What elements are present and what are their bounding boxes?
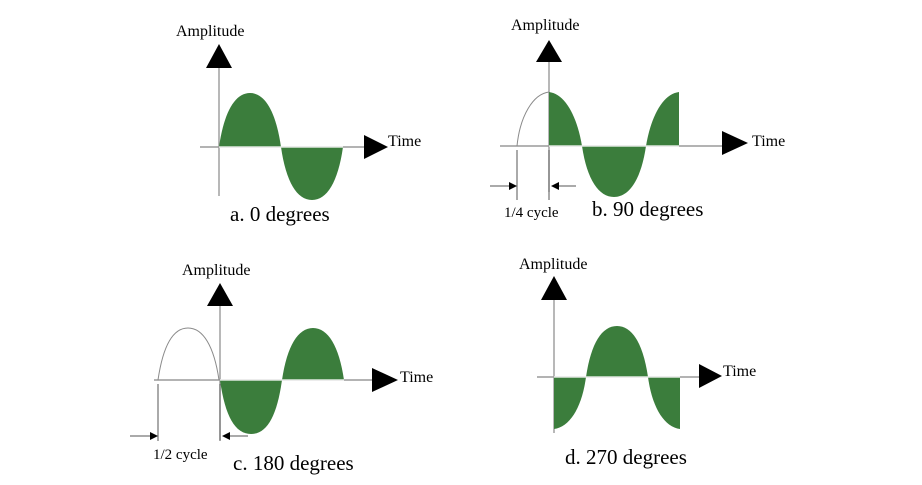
panel-c-caption: c. 180 degrees [233, 451, 354, 475]
panel-b-time-label: Time [752, 133, 785, 150]
panel-a-y-arrow-icon [206, 44, 232, 68]
panel-a-positive-lobe [219, 93, 281, 147]
panel-d-y-arrow-icon [541, 276, 567, 300]
panel-c-offset-right-arrowhead-icon [222, 432, 230, 440]
panel-c: Amplitude Time 1/2 cycle c. 180 degrees [130, 262, 433, 475]
panel-c-ghost-half-wave [157, 327, 220, 381]
panel-a: Amplitude Time a. 0 degrees [176, 23, 421, 226]
panel-a-amplitude-label: Amplitude [176, 23, 244, 40]
panel-d-caption: d. 270 degrees [565, 445, 687, 469]
panel-c-positive-lobe [282, 328, 344, 380]
panel-b-first-quarter [549, 92, 582, 146]
panel-c-amplitude-label: Amplitude [182, 262, 250, 279]
panel-c-offset-label: 1/2 cycle [153, 447, 208, 463]
panel-d-last-quarter [648, 377, 680, 429]
panel-c-y-arrow-icon [207, 283, 233, 306]
panel-b-offset-label: 1/4 cycle [504, 205, 559, 221]
panel-d-time-label: Time [723, 363, 756, 380]
panel-d-x-arrow-icon [699, 364, 722, 388]
panel-b-last-quarter [646, 92, 679, 146]
panel-b-x-arrow-icon [722, 131, 748, 155]
panel-b: Amplitude Time 1/4 cycle b. 90 degrees [490, 17, 785, 221]
panel-c-time-label: Time [400, 369, 433, 386]
panel-d: Amplitude Time d. 270 degrees [519, 256, 756, 469]
panel-b-amplitude-label: Amplitude [511, 17, 579, 34]
panel-d-amplitude-label: Amplitude [519, 256, 587, 273]
panel-b-offset-left-arrowhead-icon [509, 182, 517, 190]
panel-a-negative-lobe [281, 147, 343, 200]
panel-c-negative-lobe [220, 380, 282, 434]
panel-c-offset-left-arrowhead-icon [150, 432, 158, 440]
panel-d-first-quarter [554, 377, 586, 429]
panel-d-positive-lobe [586, 326, 648, 377]
panel-b-offset-right-arrowhead-icon [551, 182, 559, 190]
panel-b-negative-lobe [582, 146, 646, 197]
panel-c-x-arrow-icon [372, 368, 398, 392]
panel-a-x-arrow-icon [364, 135, 388, 159]
panel-a-time-label: Time [388, 133, 421, 150]
panel-b-y-arrow-icon [536, 40, 562, 62]
panel-b-ghost-quarter-wave [516, 91, 550, 147]
panel-b-caption: b. 90 degrees [592, 197, 703, 221]
panel-a-caption: a. 0 degrees [230, 202, 330, 226]
